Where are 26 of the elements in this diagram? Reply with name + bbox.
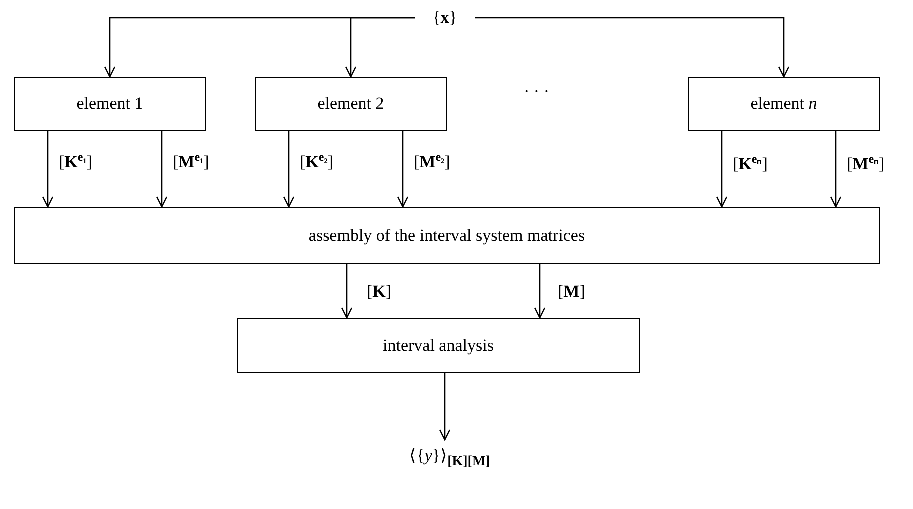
process-box xyxy=(237,318,640,373)
output-label: ⟨{y}⟩$_{[K][M]}$ xyxy=(395,440,505,476)
box-label: element 2 xyxy=(318,94,384,114)
box-label: interval analysis xyxy=(383,336,494,356)
process-box xyxy=(255,77,447,131)
process-box xyxy=(688,77,880,131)
box-label: element n xyxy=(750,94,818,114)
arrow xyxy=(830,131,842,208)
arrow xyxy=(283,131,295,208)
edge-label: [K] xyxy=(366,282,393,302)
arrow xyxy=(439,373,451,441)
arrow xyxy=(716,131,728,208)
process-box xyxy=(14,77,206,131)
arrow xyxy=(397,131,409,208)
ellipsis-text: · · · xyxy=(524,82,550,102)
arrow xyxy=(345,17,415,78)
arrow xyxy=(341,264,353,319)
input-vector-label: {x} xyxy=(415,4,475,32)
edge-label: [M] xyxy=(557,282,586,302)
arrow xyxy=(475,17,790,78)
arrow xyxy=(534,264,546,319)
process-box xyxy=(14,207,880,264)
arrow xyxy=(156,131,168,208)
box-label: element 1 xyxy=(76,94,144,114)
arrow xyxy=(42,131,54,208)
box-label: assembly of the interval system matrices xyxy=(308,226,586,246)
